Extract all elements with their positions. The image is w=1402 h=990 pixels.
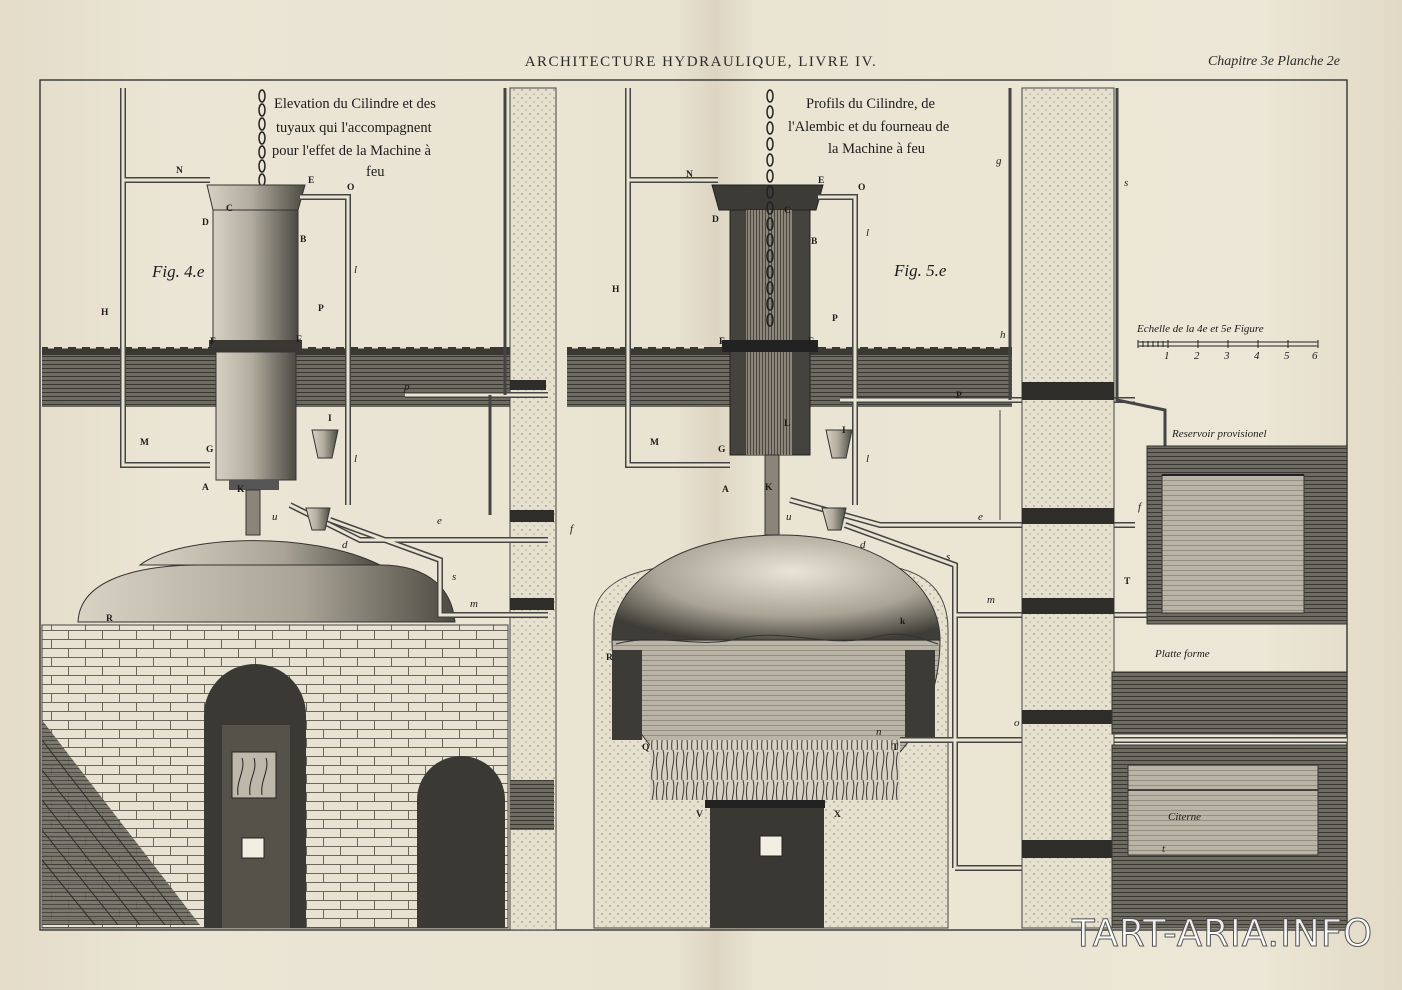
svg-text:Elevation du Cilindre et des: Elevation du Cilindre et des [274, 96, 436, 112]
fig4-letter: N [176, 166, 183, 176]
fig5-letter: s [946, 551, 950, 563]
svg-text:l'Alembic et du fourneau de: l'Alembic et du fourneau de [788, 119, 949, 135]
fig5-letter: k [900, 617, 906, 627]
scale-tick: 5 [1284, 350, 1290, 362]
fig5-letter: l [866, 453, 869, 465]
fig4-letter: u [272, 511, 278, 523]
svg-text:tuyaux qui l'accompagnent: tuyaux qui l'accompagnent [276, 120, 432, 136]
fig5-letter: A [722, 485, 729, 495]
fig5-letter: I [842, 426, 846, 436]
fig5-letter: h [1000, 329, 1006, 341]
fig5-letter: C [784, 206, 791, 216]
scale-tick: 2 [1194, 350, 1200, 362]
fig5-letter: V [696, 810, 703, 820]
fig5-letter: O [858, 183, 865, 193]
fig4-caption-line-2: tuyaux qui l'accompagnent [276, 120, 432, 136]
fig4-letter: K [237, 485, 245, 495]
fig4-letter: F [210, 337, 216, 347]
fig5-letter: e [978, 511, 983, 523]
fig5-letter: K [765, 483, 773, 493]
scale-tick: 3 [1223, 350, 1230, 362]
svg-text:la Machine à feu: la Machine à feu [828, 141, 925, 157]
fig5-label: Fig. 5.e [893, 261, 947, 280]
fig4-caption-line-4: feu [366, 164, 385, 180]
svg-text:Profils du Cilindre, de: Profils du Cilindre, de [806, 96, 935, 112]
figure-4: Elevation du Cilindre et des tuyaux qui … [41, 87, 575, 931]
fig4-letter: A [202, 483, 209, 493]
reservoir-label: Reservoir provisionel [1171, 428, 1267, 440]
fig5-letter: g [996, 155, 1002, 167]
fig5-letter: m [987, 594, 995, 606]
watermark: TART-ARIA.INFO [1071, 912, 1374, 956]
fig4-letter: m [470, 598, 478, 610]
platform-label: Platte forme [1154, 648, 1210, 660]
fig5-letter: o [1014, 717, 1020, 729]
chapter-label: Chapitre 3e Planche 2e [1207, 54, 1340, 69]
fig5-letter: B [811, 237, 818, 247]
scale-title: Echelle de la 4e et 5e Figure [1136, 323, 1264, 335]
fig5-letter: T [892, 743, 899, 753]
fig5-letter: X [834, 810, 841, 820]
fig5-letter: F [808, 337, 814, 347]
fig4-letter: E [308, 176, 314, 186]
fig5-letter: F [719, 337, 725, 347]
fig4-letter: B [300, 235, 307, 245]
fig4-letter: l [354, 264, 357, 276]
fig5-letter: l [866, 227, 869, 239]
fig5-letter: G [718, 445, 726, 455]
fig5-letter: P [832, 314, 838, 324]
fig5-letter: H [612, 285, 620, 295]
fig5-letter: s [1124, 177, 1128, 189]
fig4-caption-line-1: Elevation du Cilindre et des [274, 96, 436, 112]
fig5-letter: D [712, 215, 719, 225]
scale-tick: 4 [1254, 350, 1260, 362]
fig5-caption-line-3: la Machine à feu [828, 141, 925, 157]
fig5-letter: R [606, 653, 613, 663]
fig4-letter: d [342, 539, 348, 551]
fig5-letter: P [956, 391, 962, 401]
fig5-caption-line-2: l'Alembic et du fourneau de [788, 119, 949, 135]
fig5-letter: E [818, 176, 824, 186]
fig4-caption-line-3: pour l'effet de la Machine à [272, 143, 432, 159]
scale-tick: 6 [1312, 350, 1318, 362]
fig4-letter: F [296, 335, 302, 345]
fig4-letter: C [226, 204, 233, 214]
fig4-label: Fig. 4.e [151, 262, 205, 281]
scale-bar: Echelle de la 4e et 5e Figure 1 2 3 4 5 … [1136, 323, 1319, 362]
fig4-letter: P [318, 304, 324, 314]
fig4-letter: I [328, 414, 332, 424]
fig5-caption-line-1: Profils du Cilindre, de [806, 96, 935, 112]
fig5-letter: N [686, 170, 693, 180]
fig4-letter: H [101, 308, 109, 318]
svg-text:feu: feu [366, 164, 385, 180]
fig5-letter: Q [642, 743, 649, 753]
fig4-letter: G [206, 445, 214, 455]
fig5-letter: T [1124, 577, 1131, 587]
plate-title: ARCHITECTURE HYDRAULIQUE, LIVRE IV. [524, 54, 878, 70]
fig4-letter: p [403, 381, 410, 393]
fig4-letter: l [354, 453, 357, 465]
fig5-letter: n [876, 726, 882, 738]
fig5-letter: f [1138, 501, 1143, 513]
svg-text:pour l'effet de la Machine à: pour l'effet de la Machine à [272, 143, 432, 159]
scale-tick: 1 [1164, 350, 1170, 362]
fig4-letter: f [570, 523, 575, 535]
fig4-letter: D [202, 218, 209, 228]
fig5-letter: u [786, 511, 792, 523]
figure-5: Profils du Cilindre, de l'Alembic et du … [567, 87, 1348, 929]
cistern-label: Citerne [1168, 811, 1201, 823]
fig4-letter: M [140, 438, 149, 448]
fig5-letter: M [650, 438, 659, 448]
fig4-letter: R [106, 614, 113, 624]
fig5-letter: d [860, 539, 866, 551]
fig4-letter: e [437, 515, 442, 527]
fig5-letter: t [1162, 843, 1166, 855]
fig4-letter: O [347, 183, 354, 193]
fig5-letter: L [784, 419, 790, 429]
fig4-letter: s [452, 571, 456, 583]
